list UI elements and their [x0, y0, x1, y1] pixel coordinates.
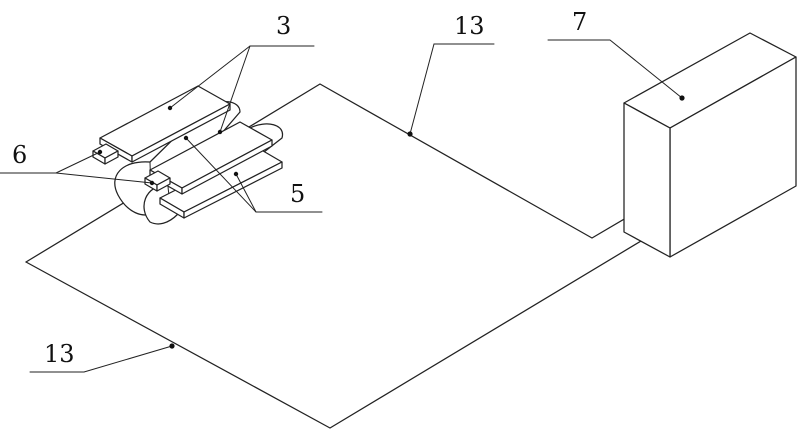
plate-upper-side: [131, 103, 231, 163]
connector-lower-side: [156, 177, 171, 192]
leader-6-to-lower-connector: [55, 172, 153, 184]
label-wire-13-bottom: 13: [44, 340, 75, 368]
plate-middle-side: [181, 139, 273, 195]
leader-5-to-sleeve: [185, 137, 257, 213]
dot-6-lower: [149, 180, 155, 186]
dot-5-sleeve: [183, 135, 189, 141]
leader-13-bottom: [29, 345, 173, 373]
leader-3-to-upper-plate: [169, 45, 251, 109]
label-wire-13-top: 13: [454, 12, 485, 40]
plate-5-lower: [159, 147, 283, 219]
box-7: [623, 32, 797, 258]
dot-13-top: [407, 131, 413, 137]
leader-dots: [97, 95, 685, 349]
connector-upper-side: [104, 150, 119, 165]
dot-3-middle: [217, 129, 223, 135]
dot-6-upper: [97, 149, 103, 155]
label-part-7: 7: [572, 8, 587, 36]
leader-5-to-lower-plate: [235, 173, 257, 213]
dot-3-upper: [167, 105, 173, 111]
leader-7: [547, 39, 683, 99]
leader-6-to-upper-connector: [55, 151, 101, 174]
dot-5-plate: [233, 171, 239, 177]
leader-lines: [0, 39, 683, 373]
label-part-6: 6: [12, 141, 27, 169]
label-part-5: 5: [290, 180, 305, 208]
sheet-front-edges: [25, 231, 657, 429]
label-part-3: 3: [276, 12, 291, 40]
leader-3-to-middle-plate: [219, 45, 251, 133]
dot-7: [679, 95, 685, 101]
leader-13-top: [409, 43, 435, 135]
dot-13-bottom: [169, 343, 175, 349]
labels: 3 6 5 7 13 13: [12, 8, 587, 368]
box-front-face: [623, 102, 671, 258]
plate-lower-side: [183, 161, 283, 219]
